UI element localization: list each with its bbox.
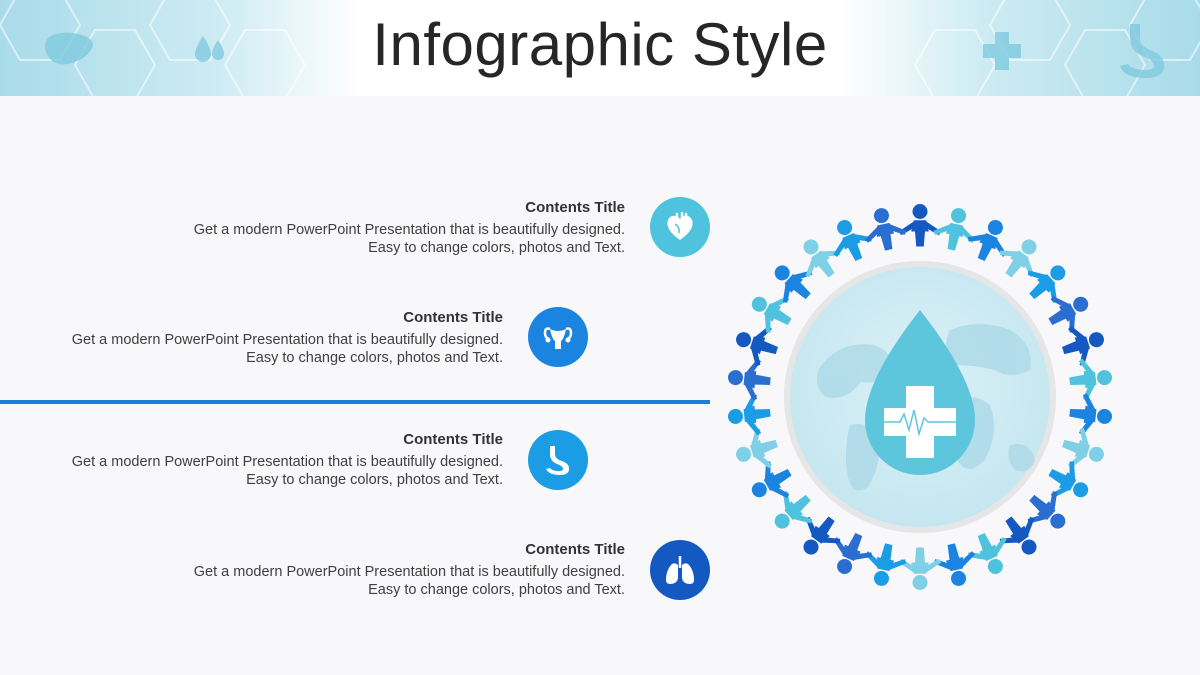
people-ring-graphic (725, 203, 1115, 591)
content-title: Contents Title (525, 541, 625, 558)
person-figure (859, 203, 910, 255)
person-figure (729, 317, 784, 371)
uterus-icon-circle (528, 307, 588, 367)
person-figure (822, 525, 879, 582)
heart-icon-circle (650, 197, 710, 257)
person-figure (725, 391, 773, 439)
cross-icon (983, 32, 1021, 70)
person-figure (1067, 391, 1115, 439)
person-figure (725, 355, 773, 403)
content-description-line2: Easy to change colors, photos and Text. (368, 582, 625, 598)
divider-line (0, 400, 710, 404)
liver-icon (45, 32, 93, 65)
content-item-4: Contents Title Get a modern PowerPoint P… (120, 540, 625, 599)
stomach-icon-circle (528, 430, 588, 490)
person-figure (930, 203, 981, 255)
heart-icon (667, 211, 693, 240)
content-item-2: Contents Title Get a modern PowerPoint P… (0, 308, 503, 367)
uterus-icon (543, 327, 573, 349)
content-description-line2: Easy to change colors, photos and Text. (368, 240, 625, 256)
stomach-icon (1120, 24, 1165, 78)
person-figure (961, 212, 1018, 269)
content-description-line2: Easy to change colors, photos and Text. (246, 472, 503, 488)
hexagon-pattern (0, 0, 1200, 96)
content-title: Contents Title (525, 199, 625, 216)
header-banner: Infographic Style (0, 0, 1200, 96)
stomach-icon (546, 446, 570, 475)
person-figure (930, 539, 981, 591)
content-title: Contents Title (403, 431, 503, 448)
content-item-3: Contents Title Get a modern PowerPoint P… (0, 430, 503, 489)
person-figure (898, 547, 942, 590)
person-figure (898, 204, 942, 247)
person-figure (859, 539, 910, 591)
content-description-line1: Get a modern PowerPoint Presentation tha… (193, 564, 625, 580)
content-description-line2: Easy to change colors, photos and Text. (246, 350, 503, 366)
content-description-line1: Get a modern PowerPoint Presentation tha… (193, 222, 625, 238)
person-figure (1056, 423, 1111, 477)
drop-icon (195, 36, 224, 62)
content-title: Contents Title (403, 309, 503, 326)
content-description-line1: Get a modern PowerPoint Presentation tha… (71, 332, 503, 348)
content-description-line1: Get a modern PowerPoint Presentation tha… (71, 454, 503, 470)
lungs-icon-circle (650, 540, 710, 600)
page-title: Infographic Style (372, 11, 828, 78)
person-figure (1067, 355, 1115, 403)
content-item-1: Contents Title Get a modern PowerPoint P… (120, 198, 625, 257)
lungs-icon (666, 556, 694, 584)
